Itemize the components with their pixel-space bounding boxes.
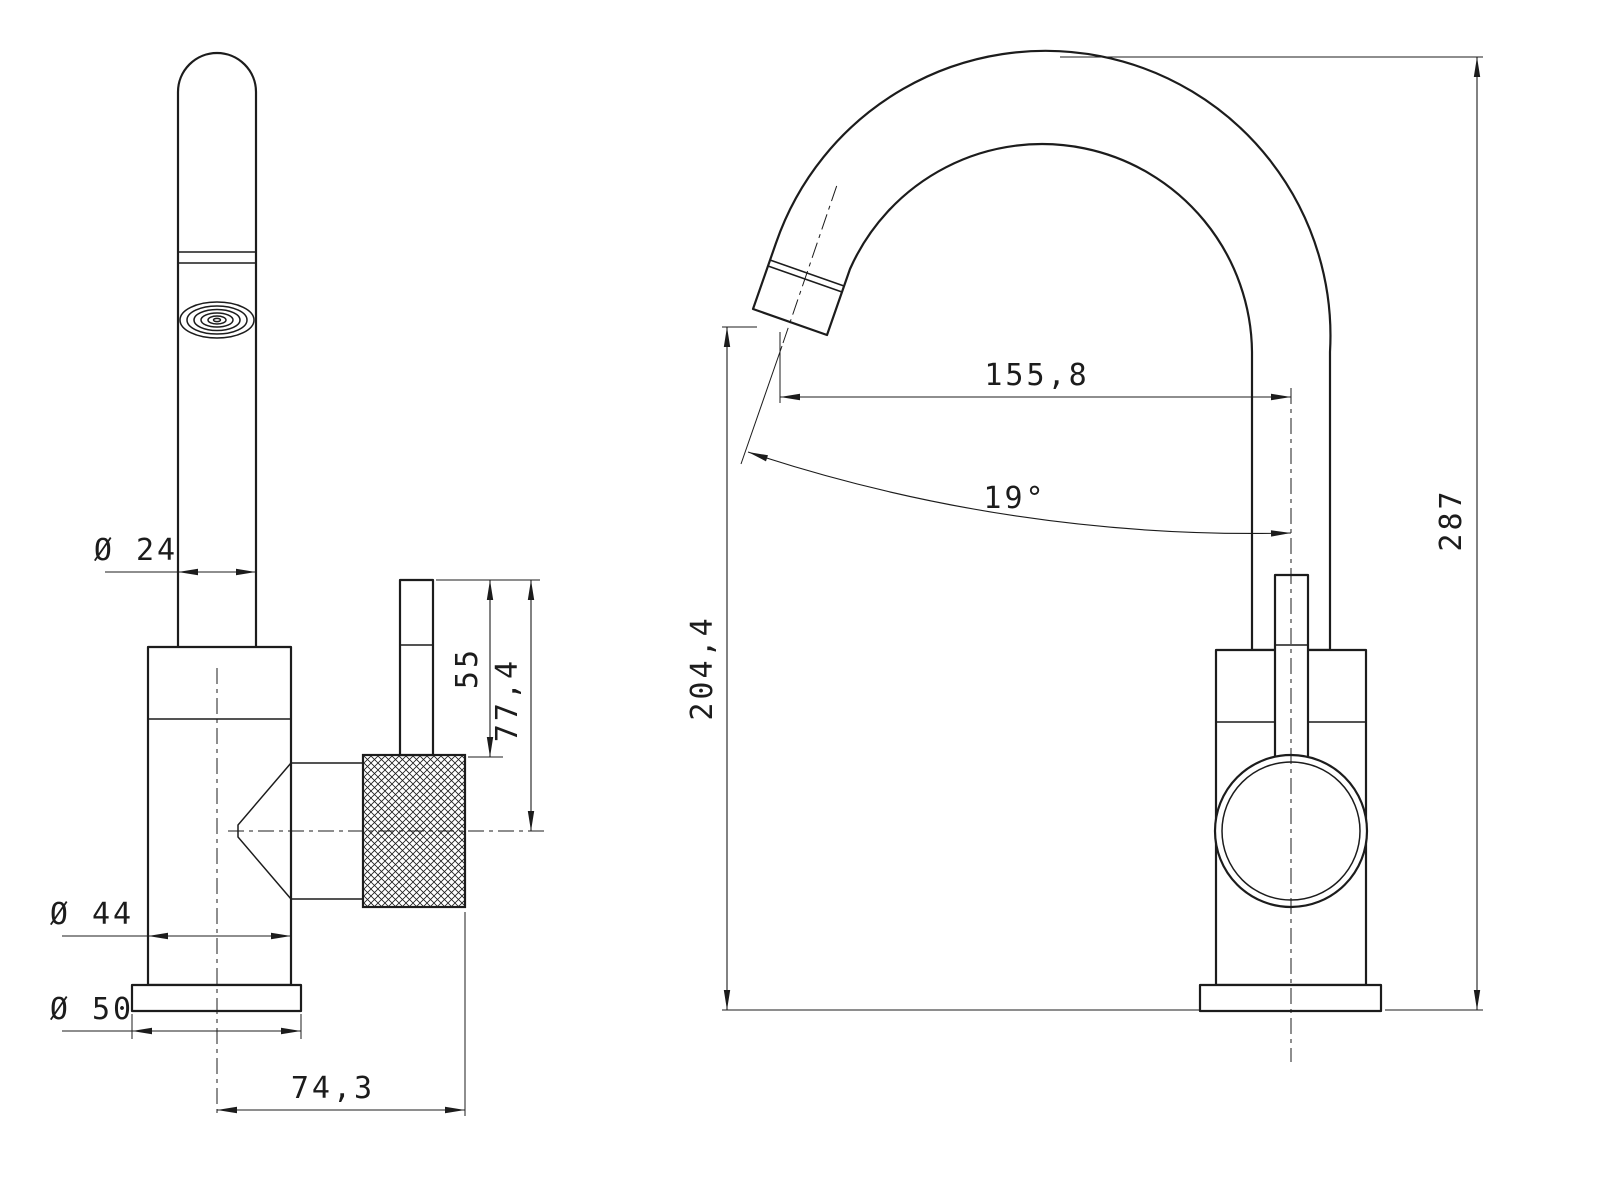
dim-spout-diameter: Ø 24 — [94, 533, 256, 576]
dim-handle-height: 77,4 — [490, 580, 535, 831]
dim-spout-angle: 19° — [740, 345, 1292, 537]
handle-reach-label: 74,3 — [291, 1071, 375, 1106]
outlet-height-label: 204,4 — [685, 615, 720, 720]
dim-lever-height: 55 — [436, 579, 540, 758]
front-view — [751, 49, 1383, 1062]
front-view-dimensions: 155,8 19° 287 204,4 — [685, 56, 1483, 1011]
dim-outlet-height: 204,4 — [685, 326, 1200, 1011]
total-height-label: 287 — [1434, 488, 1469, 551]
dim-base-diameter: Ø 50 — [50, 992, 302, 1039]
body-diameter-label: Ø 44 — [50, 897, 134, 932]
lever-rod-side — [398, 578, 435, 757]
spout-angle-label: 19° — [983, 481, 1046, 516]
spout-tube — [176, 51, 258, 647]
handle-height-label: 77,4 — [490, 658, 525, 742]
side-view-dimensions: Ø 24 Ø 44 Ø 50 74,3 55 — [50, 533, 540, 1116]
base-diameter-label: Ø 50 — [50, 992, 134, 1027]
side-view — [130, 51, 545, 1118]
aerator-icon — [179, 301, 255, 339]
gooseneck-spout — [751, 49, 1332, 652]
spout-diameter-label: Ø 24 — [94, 533, 178, 568]
faucet-body-side — [146, 645, 293, 987]
dim-total-height: 287 — [1060, 56, 1483, 1011]
dim-spout-reach: 155,8 — [779, 332, 1291, 403]
spout-reach-label: 155,8 — [984, 358, 1089, 393]
nozzle-axis-centerline — [782, 184, 838, 344]
dim-body-diameter: Ø 44 — [50, 897, 291, 940]
dim-handle-reach: 74,3 — [217, 912, 466, 1116]
lever-height-label: 55 — [450, 647, 485, 689]
